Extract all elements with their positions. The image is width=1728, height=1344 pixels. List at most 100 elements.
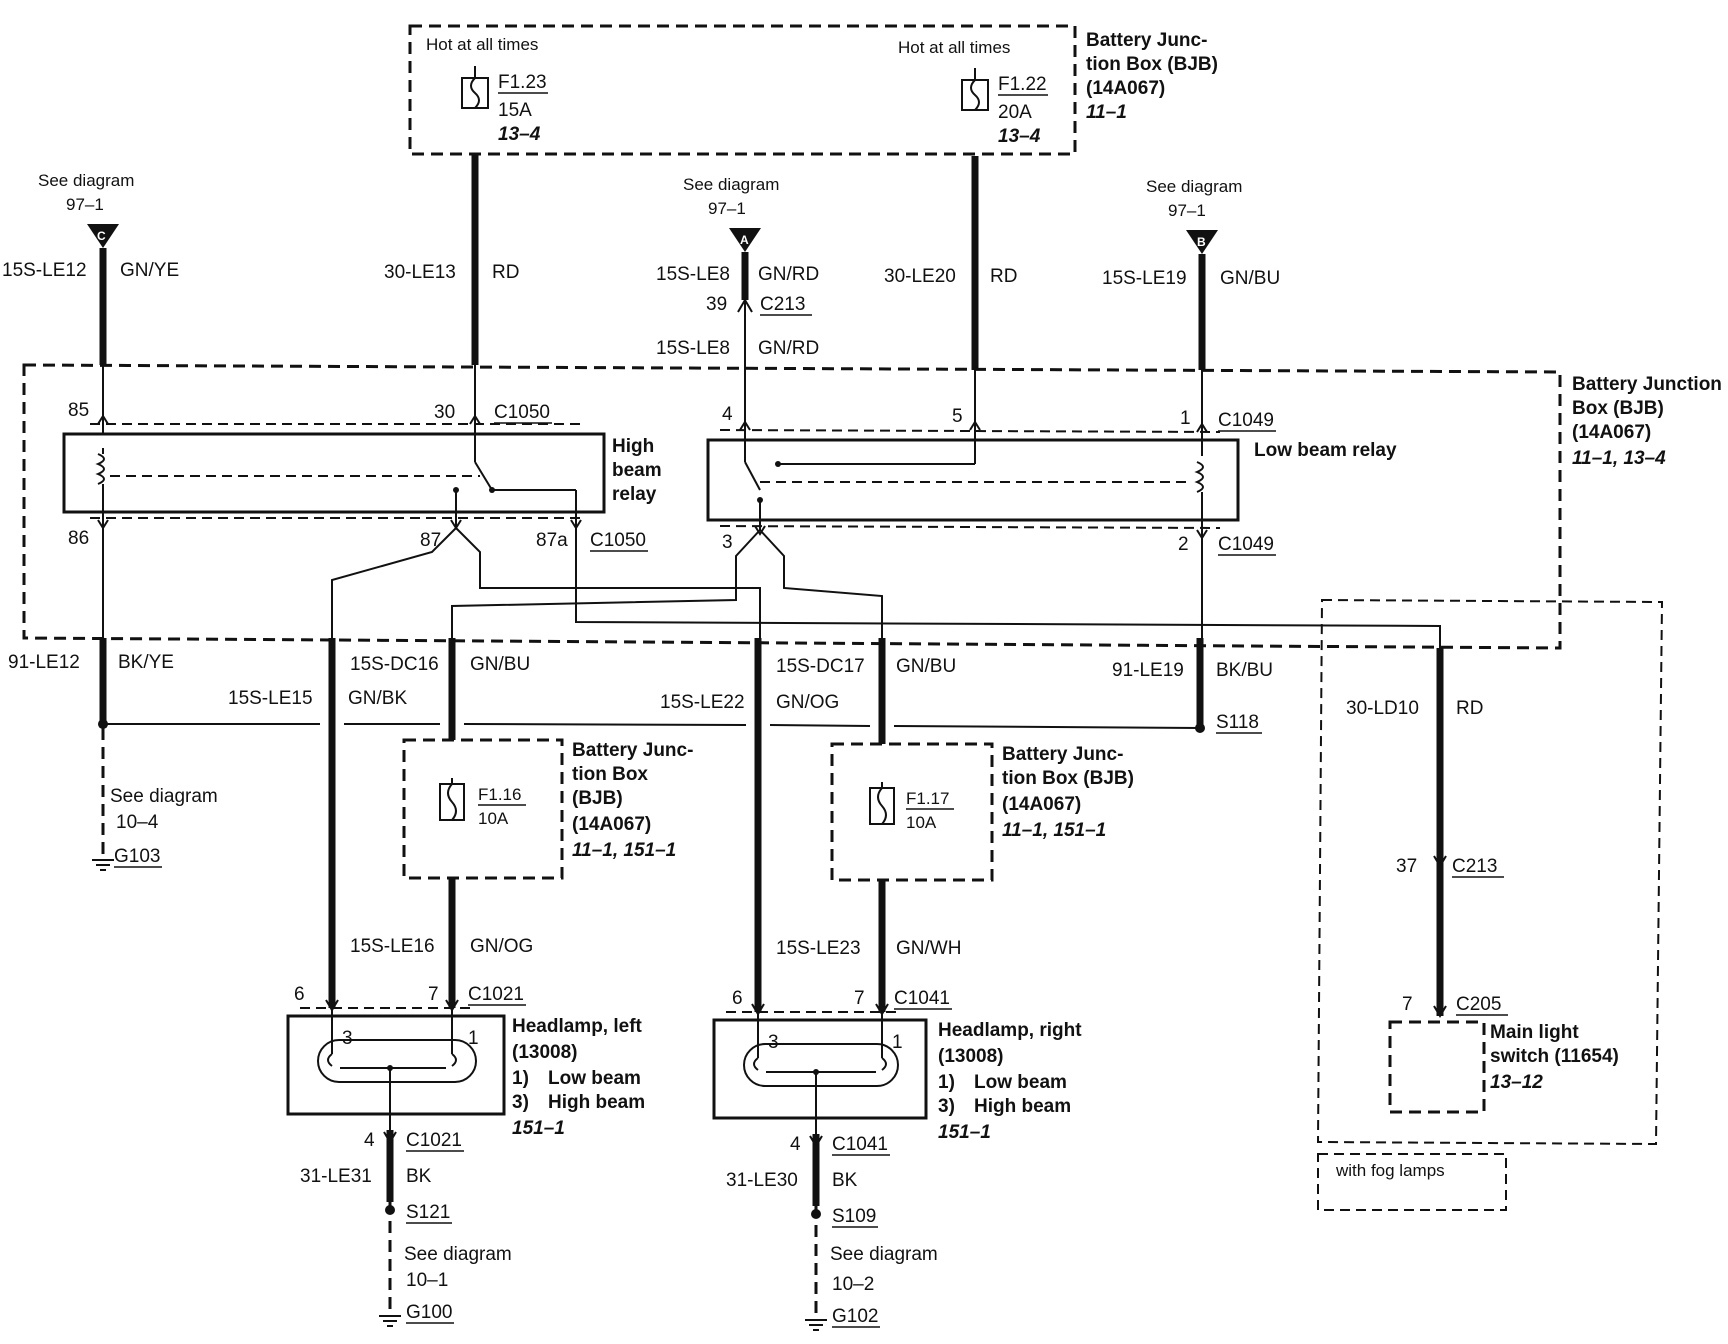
hl-left-part: (13008) — [512, 1042, 578, 1063]
fuse-f1-17-id: F1.17 — [906, 789, 949, 808]
splice-dot-icon — [1195, 723, 1205, 733]
pin-85: 85 — [68, 400, 89, 421]
pin-87: 87 — [420, 530, 441, 551]
wire-15s-le12: 15S-LE12 — [2, 260, 87, 281]
color-gn-rd-a: GN/RD — [758, 264, 819, 285]
top-bjb-label-ref: 11–1 — [1086, 102, 1127, 123]
hl-left-splice: S121 — [406, 1202, 450, 1223]
hl-right-high-n: 3) — [938, 1096, 955, 1117]
color-gn-wh: GN/WH — [896, 938, 961, 959]
relay-coil-icon — [95, 453, 105, 485]
ref-a-page: 97–1 — [708, 199, 746, 218]
wire-15s-le23: 15S-LE23 — [776, 938, 861, 959]
headlamp-right: 6 7 C1041 3 1 Headlamp, right (13008) 1)… — [712, 988, 1082, 1331]
ground-bus — [98, 719, 1205, 733]
wire-30-ld10: 30-LD10 — [1346, 698, 1419, 719]
main-light-switch-area: 37 C213 7 C205 Main light switch (11654)… — [1316, 598, 1664, 1211]
hl-right-part: (13008) — [938, 1046, 1004, 1067]
fuse-f1-23-id: F1.23 — [498, 72, 547, 93]
ref-c: See diagram 97–1 C — [38, 171, 134, 248]
conn-c1050-a: C1050 — [494, 402, 550, 423]
relay-box-label-ref: 11–1, 13–4 — [1572, 448, 1666, 469]
splice-dot-icon — [98, 719, 108, 729]
color-rd-2: RD — [990, 266, 1017, 287]
ref-a-letter: A — [740, 233, 749, 247]
hl-left-low: Low beam — [548, 1068, 641, 1089]
right-bjb-label-1: Battery Junc- — [1002, 744, 1123, 765]
hl-left-page: 10–1 — [406, 1270, 448, 1291]
hl-left-high-n: 3) — [512, 1092, 529, 1113]
hl-right-low: Low beam — [974, 1072, 1067, 1093]
fuse-f1-22-icon — [961, 68, 989, 111]
relay-box-label-1: Battery Junction — [1572, 374, 1722, 395]
fuse-f1-16-id: F1.16 — [478, 785, 521, 804]
ground-icon — [805, 1319, 827, 1331]
ref-b-see: See diagram — [1146, 177, 1242, 196]
pin-30: 30 — [434, 402, 455, 423]
connector-arrow-icon — [737, 298, 753, 313]
low-relay-label: Low beam relay — [1254, 440, 1397, 461]
left-bjb-label-2: tion Box — [572, 764, 648, 785]
hl-left-name: Headlamp, left — [512, 1016, 643, 1037]
relay-box-label-3: (14A067) — [1572, 422, 1651, 443]
ref-a: See diagram 97–1 A — [683, 175, 779, 252]
g103-see: See diagram — [110, 786, 218, 807]
hl-left-conn-top: C1021 — [468, 984, 524, 1005]
hl-right-page: 10–2 — [832, 1274, 874, 1295]
hl-right-low-n: 1) — [938, 1072, 955, 1093]
hl-left-high: High beam — [548, 1092, 645, 1113]
hl-left-low-n: 1) — [512, 1068, 529, 1089]
wire-runs — [99, 154, 1444, 1318]
conn-c213-a: C213 — [760, 294, 805, 315]
wire-31-le30: 31-LE30 — [726, 1170, 798, 1191]
pin-2: 2 — [1178, 534, 1189, 555]
fuse-f1-22-amps: 20A — [998, 102, 1032, 123]
hl-right-term-3: 3 — [768, 1032, 779, 1053]
wire-15s-le8-a: 15S-LE8 — [656, 264, 730, 285]
low-beam-relay: Low beam relay — [706, 370, 1397, 638]
splice-dot-icon — [385, 1205, 395, 1215]
pin-39: 39 — [706, 294, 727, 315]
wire-15s-le8-b: 15S-LE8 — [656, 338, 730, 359]
headlamp-bulb-icon — [317, 1039, 477, 1083]
relay-junction-box: Battery Junction Box (BJB) (14A067) 11–1… — [22, 363, 1722, 650]
fuse-f1-23-icon — [461, 66, 489, 109]
relay-switch-icon — [474, 461, 493, 491]
color-rd-1: RD — [492, 262, 519, 283]
pin-3: 3 — [722, 532, 733, 553]
switch-name-1: Main light — [1490, 1022, 1579, 1043]
hl-right-pin-4: 4 — [790, 1134, 801, 1155]
ref-a-see: See diagram — [683, 175, 779, 194]
color-gn-og-2: GN/OG — [470, 936, 533, 957]
high-beam-relay: High beam relay — [62, 365, 662, 638]
hl-right-conn-top: C1041 — [894, 988, 950, 1009]
high-relay-label-3: relay — [612, 484, 657, 505]
headlamp-bulb-icon — [743, 1043, 899, 1087]
ref-c-see: See diagram — [38, 171, 134, 190]
left-bjb: F1.16 10A Battery Junc- tion Box (BJB) (… — [402, 738, 693, 880]
ref-b-page: 97–1 — [1168, 201, 1206, 220]
pin-86: 86 — [68, 528, 89, 549]
ref-c-page: 97–1 — [66, 195, 104, 214]
color-gn-bu-1: GN/BU — [1220, 268, 1280, 289]
color-gn-og-1: GN/OG — [776, 692, 839, 713]
top-bjb-label-3: (14A067) — [1086, 78, 1165, 99]
conn-c1050-b: C1050 — [590, 530, 646, 551]
switch-pin-37: 37 — [1396, 856, 1417, 877]
color-bk-1: BK — [406, 1166, 432, 1187]
ground-g103: See diagram 10–4 G103 — [92, 786, 218, 871]
wire-15s-dc16: 15S-DC16 — [350, 654, 439, 675]
wire-91-le19: 91-LE19 — [1112, 660, 1184, 681]
left-bjb-label-1: Battery Junc- — [572, 740, 693, 761]
hl-left-pin-4: 4 — [364, 1130, 375, 1151]
ground-icon — [379, 1315, 401, 1327]
hl-right-ref: 151–1 — [938, 1122, 991, 1143]
hl-right-splice: S109 — [832, 1206, 876, 1227]
wire-91-le12: 91-LE12 — [8, 652, 80, 673]
high-relay-label-2: beam — [612, 460, 662, 481]
pin-1: 1 — [1180, 408, 1191, 429]
left-bjb-label-3: (BJB) — [572, 788, 623, 809]
hl-right-pin-6: 6 — [732, 988, 743, 1009]
relay-box-label-2: Box (BJB) — [1572, 398, 1664, 419]
relay-coil-icon-low — [1194, 461, 1204, 493]
